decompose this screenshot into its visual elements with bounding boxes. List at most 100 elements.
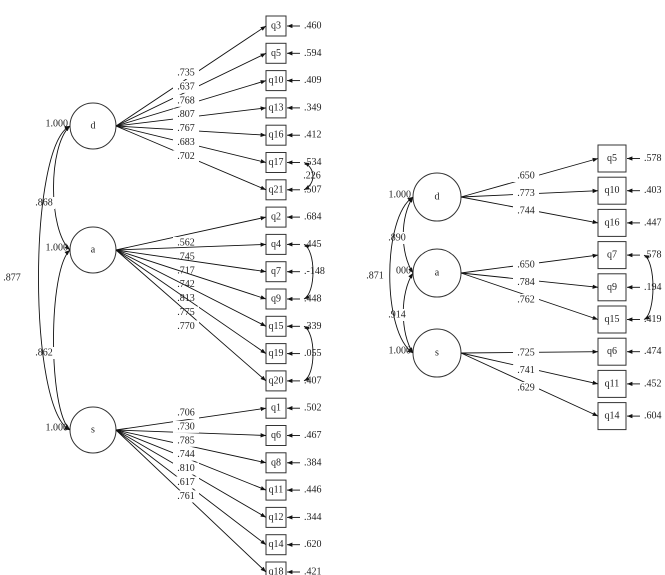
loading-label-bg (173, 108, 199, 121)
indicator-label: q14 (269, 539, 284, 550)
indicator-box-q6 (597, 337, 627, 366)
indicator-label: q16 (605, 217, 620, 228)
corr-label-bg (386, 309, 408, 321)
loading-value: .785 (177, 435, 195, 446)
error-variance: .507 (304, 184, 322, 195)
factor-correlation-value: .871 (366, 271, 384, 282)
indicator-label: q5 (271, 48, 281, 59)
loading-label-bg (173, 306, 199, 319)
loading-label-bg (513, 259, 539, 271)
error-variance: .407 (304, 375, 322, 386)
error-variance: .384 (304, 457, 322, 468)
loading-label-bg (173, 278, 199, 291)
error-variance: .578 (644, 153, 662, 164)
error-covariance-arc (303, 162, 314, 191)
loading-value: .717 (177, 265, 195, 276)
indicator-label: q8 (271, 457, 281, 468)
loading-value: .745 (177, 251, 195, 262)
loading-value: .562 (177, 238, 195, 249)
loading-label-bg (513, 205, 539, 217)
error-variance: .344 (304, 512, 322, 523)
loading-path (115, 216, 267, 251)
error-covariance-arc (303, 243, 314, 300)
error-variance: .448 (304, 294, 322, 305)
indicator-label: q10 (269, 75, 284, 86)
left-model (1, 15, 314, 575)
factor-correlation-arc (389, 196, 414, 354)
factor-correlation-arc (53, 249, 71, 431)
indicator-box-q14 (597, 402, 627, 431)
loading-value: .741 (517, 365, 535, 376)
error-variance: .403 (644, 185, 662, 196)
indicator-label: q18 (269, 567, 284, 575)
error-variance: .502 (304, 403, 322, 414)
factor-label-s: s (91, 425, 95, 436)
loading-label-bg (173, 250, 199, 263)
error-variance: .412 (304, 130, 322, 141)
factor-variance-a: 000 (396, 266, 411, 277)
factor-label-d: d (91, 121, 96, 132)
error-variance: .578 (644, 250, 662, 261)
loading-label-bg (513, 294, 539, 306)
loading-value: .762 (517, 295, 535, 306)
loading-value: .770 (177, 321, 195, 332)
error-variance: .452 (644, 378, 662, 389)
error-covariance-value: .226 (303, 171, 321, 182)
loading-label-bg (513, 276, 539, 289)
loading-value: .725 (517, 348, 535, 359)
loading-label-bg (173, 448, 199, 461)
loading-value: .637 (177, 81, 195, 92)
loading-path (115, 249, 267, 382)
error-variance: .055 (304, 348, 322, 359)
loading-path (115, 249, 267, 300)
indicator-label: q15 (605, 314, 620, 325)
loading-value: .702 (177, 151, 195, 162)
indicator-label: q16 (269, 130, 284, 141)
loading-label-bg (513, 187, 539, 200)
loading-label-bg (173, 476, 199, 489)
loading-label-bg (173, 122, 199, 135)
error-variance: .604 (644, 411, 662, 422)
loading-label-bg (173, 490, 199, 503)
indicator-label: q3 (271, 21, 281, 32)
corr-label-bg (33, 347, 55, 359)
loading-value: .744 (517, 206, 535, 217)
error-variance: .-148 (304, 266, 325, 277)
factor-correlation-value: .862 (35, 348, 53, 359)
indicator-label: q7 (607, 250, 617, 261)
error-variance: .447 (644, 217, 662, 228)
error-covariance-arc (643, 254, 654, 320)
factor-label-a: a (91, 245, 96, 256)
error-variance: .349 (304, 102, 322, 113)
loading-value: .807 (177, 109, 195, 120)
loading-label-bg (513, 382, 539, 394)
loading-value: .735 (177, 68, 195, 79)
loading-value: .650 (517, 171, 535, 182)
error-variance: .446 (304, 485, 322, 496)
factor-correlation-value: .877 (3, 273, 21, 284)
indicator-label: q9 (271, 294, 281, 305)
loading-label-bg (173, 67, 199, 79)
factor-correlation-arc (53, 125, 71, 251)
factor-variance-a: 1.000 (46, 243, 69, 254)
loading-label-bg (513, 364, 539, 377)
corr-label-bg (33, 197, 55, 209)
loading-value: .730 (177, 421, 195, 432)
factor-correlation-value: .890 (388, 233, 406, 244)
loading-value: .744 (177, 449, 195, 460)
loading-path (115, 242, 267, 251)
error-variance: .620 (304, 539, 322, 550)
indicator-label: q4 (271, 239, 281, 250)
factor-variance-d: 1.000 (389, 190, 412, 201)
corr-label-bg (364, 270, 386, 282)
indicator-label: q13 (269, 102, 284, 113)
indicator-label: q10 (605, 185, 620, 196)
factor-label-a: a (435, 268, 440, 279)
indicator-label: q5 (607, 153, 617, 164)
error-variance: .684 (304, 212, 322, 223)
indicator-label: q9 (607, 282, 617, 293)
indicator-label: q6 (271, 430, 281, 441)
indicator-box-q15 (597, 305, 627, 334)
loading-label-bg (173, 407, 199, 419)
error-variance: .534 (304, 157, 322, 168)
